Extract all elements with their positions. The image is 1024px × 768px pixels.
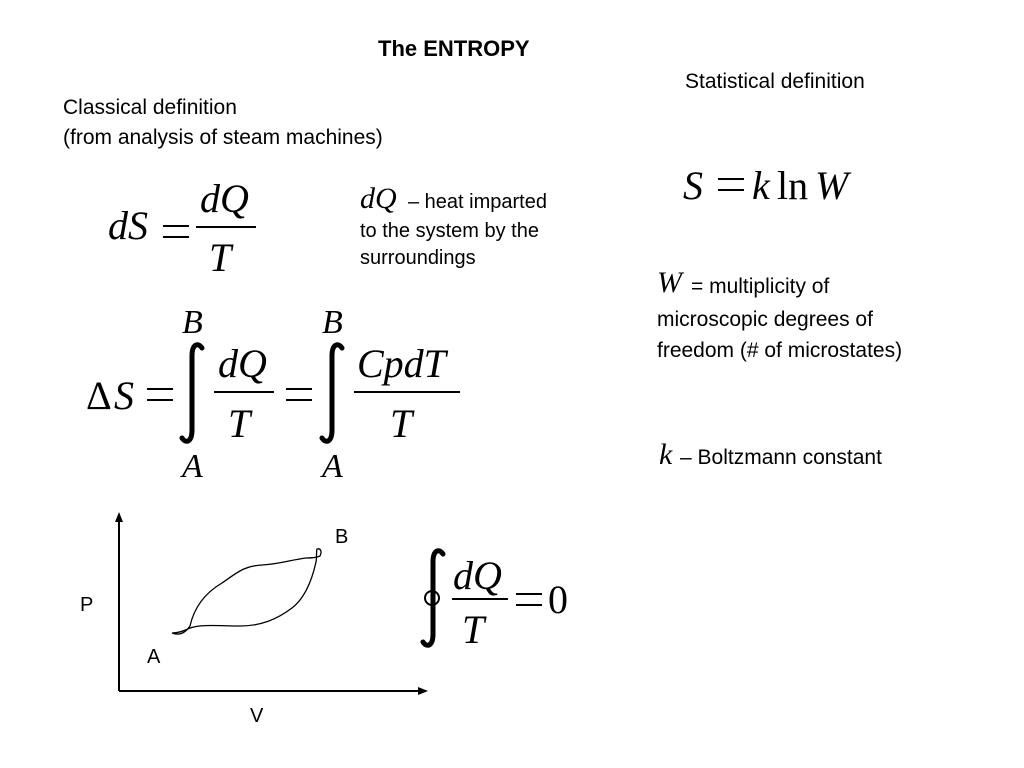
eq1-fraction-bar [196,226,256,228]
boltzmann-equals-bottom [718,189,744,191]
pv-axes [115,512,428,695]
boltzmann-equals-top [718,178,744,180]
eq1-equals-bottom [163,236,189,238]
pv-x-axis-label: V [250,705,264,727]
eq3-fraction-bar [452,598,508,600]
k-text: – Boltzmann constant [680,446,882,469]
eq1-denominator: T [209,235,232,280]
statistical-heading: Statistical definition [685,70,865,93]
eq2-equals2-top [286,388,312,390]
eq2-lower-limit2: A [322,448,343,485]
eq3-equals-top [516,593,542,595]
pv-point-a-label: A [147,646,161,668]
eq2-numerator2: CpdT [357,341,446,386]
eq3-rhs: 0 [548,577,568,622]
pv-point-b-label: B [335,526,349,548]
w-symbol: W [657,266,682,299]
w-text-line3: freedom (# of microstates) [657,339,903,362]
boltzmann-w: W [815,163,849,208]
eq1-numerator: dQ [200,176,249,221]
eq3-numerator: dQ [453,553,502,598]
classical-subheading: (from analysis of steam machines) [63,126,383,149]
eq2-fraction-bar2 [354,391,460,393]
dq-text-line2: to the system by the [360,220,539,242]
classical-heading: Classical definition [63,96,237,119]
contour-integral-sign [420,548,446,648]
k-symbol: k [659,438,673,471]
dq-text-line1: – heat imparted [408,191,547,213]
eq2-lower-limit1: A [182,448,203,485]
page-title: The ENTROPY [378,36,530,61]
eq2-numerator1: dQ [218,341,267,386]
eq2-equals1-top [147,388,173,390]
pv-diagram-svg [115,512,428,695]
eq2-denominator1: T [228,401,251,446]
w-text-line2: microscopic degrees of [657,308,873,331]
boltzmann-k: k [752,163,770,208]
eq2-equals2-bottom [286,399,312,401]
boltzmann-s: S [683,163,703,208]
pv-y-axis-label: P [80,594,94,616]
eq2-denominator2: T [390,401,413,446]
dq-text-line3: surroundings [360,247,476,269]
eq2-equals1-bottom [147,399,173,401]
dq-symbol: dQ [360,182,397,215]
boltzmann-ln: ln [777,163,809,208]
eq1-equals-top [163,225,189,227]
eq2-upper-limit2: B [322,304,343,341]
eq3-equals-bottom [516,604,542,606]
eq2-delta: Δ [86,373,112,418]
eq2-lhs: S [114,373,134,418]
eq2-fraction-bar1 [214,391,274,393]
eq2-upper-limit1: B [182,304,203,341]
eq1-lhs: dS [108,203,148,248]
pv-cycle-curve [171,548,322,635]
integral-sign-1 [179,342,205,444]
eq3-denominator: T [462,607,485,652]
w-text-line1: = multiplicity of [691,275,830,298]
integral-sign-2 [319,342,345,444]
